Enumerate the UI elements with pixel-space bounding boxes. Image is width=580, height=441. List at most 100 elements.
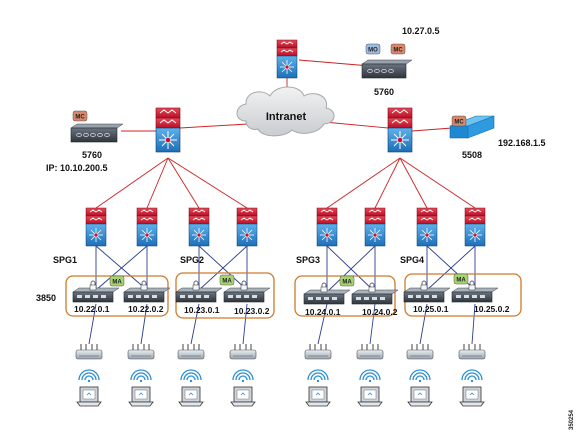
distribution-switch <box>236 207 258 247</box>
link-line <box>317 303 328 345</box>
link-line <box>140 303 148 345</box>
lock-icon <box>140 284 148 291</box>
intranet-label: Intranet <box>266 111 307 123</box>
mc-badge: MC <box>72 110 88 122</box>
spg3-ip-1: 10.24.0.1 <box>305 307 341 317</box>
access-switch-3850 <box>123 280 171 303</box>
spg3-ip-2: 10.24.0.2 <box>362 307 398 317</box>
spg4-ip-1: 10.25.0.1 <box>413 304 449 314</box>
access-point <box>356 344 384 360</box>
spg4-ip-2: 10.25.0.2 <box>474 304 510 314</box>
spg1-ip-2: 10.22.0.2 <box>128 304 164 314</box>
ma-badge: MA <box>219 274 235 286</box>
spg2-label: SPG2 <box>180 255 204 265</box>
top-controller-ip: 10.27.0.5 <box>402 26 440 36</box>
ma-badge: MA <box>339 275 355 287</box>
controller-5760-top <box>361 59 413 79</box>
core-switch-top <box>276 39 298 79</box>
mc-badge: MC <box>451 115 467 127</box>
wifi-icon <box>180 369 202 383</box>
badge-label: MA <box>222 279 232 285</box>
right-controller-ip: 192.168.1.5 <box>498 138 546 148</box>
access-point <box>75 344 103 360</box>
link-line <box>471 303 476 345</box>
distribution-switch <box>136 207 158 247</box>
access-point <box>458 344 486 360</box>
right-controller-model: 5508 <box>462 150 482 160</box>
network-links <box>88 59 476 345</box>
access-point <box>177 344 205 360</box>
wifi-icon <box>307 369 329 383</box>
spg2-ip-1: 10.23.0.1 <box>184 305 220 315</box>
core-switch-right <box>387 107 413 153</box>
access-switch-3850 <box>351 282 399 305</box>
link-line <box>326 157 401 209</box>
distribution-switch <box>364 207 386 247</box>
intranet-cloud: Intranet <box>236 86 335 137</box>
access-switch-3850 <box>175 280 223 303</box>
link-line <box>167 157 248 209</box>
wireless-client-laptop <box>76 369 102 407</box>
access-point <box>127 344 155 360</box>
wireless-client-laptop <box>459 369 485 407</box>
wireless-client-laptop <box>357 369 383 407</box>
access-switch-3850 <box>451 280 499 303</box>
link-line <box>88 303 97 345</box>
badge-label: MC <box>393 48 403 54</box>
link-line <box>426 245 476 291</box>
lock-icon <box>192 284 200 291</box>
spg3-label: SPG3 <box>296 255 320 265</box>
access-point <box>229 344 257 360</box>
distribution-switch <box>316 207 338 247</box>
link-line <box>198 245 248 291</box>
wireless-client-laptop <box>230 369 256 407</box>
wifi-icon <box>232 369 254 383</box>
wireless-client-laptop <box>305 369 331 407</box>
badge-label: MO <box>368 48 378 54</box>
devices: MO MC MC MC MA MA MA MA <box>65 39 522 407</box>
link-line <box>146 157 169 209</box>
wireless-client-laptop <box>128 369 154 407</box>
badge-label: MA <box>112 280 122 286</box>
access-point <box>304 344 332 360</box>
lock-icon <box>89 284 97 291</box>
link-line <box>419 303 428 345</box>
left-controller-ip: IP: 10.10.200.5 <box>46 163 108 173</box>
lock-icon <box>320 286 328 293</box>
lock-icon <box>468 284 476 291</box>
core-switch-left <box>155 107 181 153</box>
wifi-icon <box>461 369 483 383</box>
lock-icon <box>240 284 248 291</box>
link-line <box>95 245 148 291</box>
top-controller-model: 5760 <box>374 87 394 97</box>
lock-icon <box>368 286 376 293</box>
badge-label: MC <box>454 120 464 126</box>
badge-label: MC <box>75 115 85 121</box>
figure-id: 350254 <box>569 409 575 430</box>
spg1-ip-1: 10.22.0.1 <box>74 304 110 314</box>
distribution-switch <box>188 207 210 247</box>
link-line <box>369 303 376 345</box>
link-line <box>179 123 249 129</box>
distribution-switch <box>85 207 107 247</box>
wireless-client-laptop <box>178 369 204 407</box>
controller-5760-left <box>70 123 124 143</box>
ma-badge: MA <box>453 273 469 285</box>
spg2-ip-2: 10.23.0.2 <box>234 306 270 316</box>
switch-model-label: 3850 <box>36 293 56 303</box>
ma-badge: MA <box>109 275 125 287</box>
link-line <box>242 303 248 345</box>
link-line <box>298 59 371 67</box>
distribution-switch <box>416 207 438 247</box>
left-controller-model: 5760 <box>82 150 102 160</box>
distribution-switch <box>464 207 486 247</box>
mc-badge: MC <box>390 43 406 55</box>
link-line <box>326 245 376 293</box>
spg4-label: SPG4 <box>400 255 424 265</box>
spg1-label: SPG1 <box>53 255 77 265</box>
link-line <box>167 157 200 209</box>
link-line <box>374 157 401 209</box>
access-switch-3850 <box>303 282 351 305</box>
wifi-icon <box>78 369 100 383</box>
